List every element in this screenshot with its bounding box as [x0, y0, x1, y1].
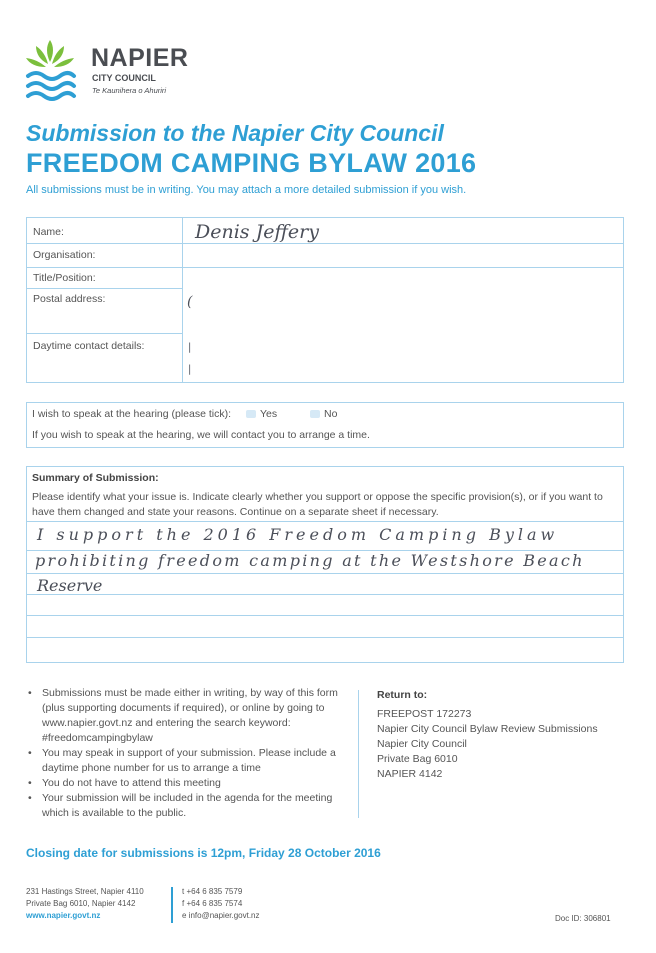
submission-notes-list: Submissions must be made either in writi…	[26, 686, 342, 821]
footer-fax: f +64 6 835 7574	[182, 899, 243, 908]
page-title-line2: FREEDOM CAMPING BYLAW 2016	[26, 148, 477, 178]
intro-text: All submissions must be in writing. You …	[26, 184, 467, 196]
daytime-contact-label: Daytime contact details:	[33, 340, 145, 352]
submission-text-line2[interactable]: prohibiting freedom camping at the Wests…	[35, 551, 585, 570]
return-address: Return to: FREEPOST 172273 Napier City C…	[377, 688, 598, 782]
daytime-contact-field-2[interactable]: |	[188, 364, 192, 375]
brand-name: NAPIER	[91, 44, 189, 72]
return-line: Napier City Council	[377, 738, 467, 750]
footer-address: 231 Hastings Street, Napier 4110 Private…	[26, 886, 144, 922]
row-divider	[27, 288, 182, 289]
list-item: You do not have to attend this meeting	[26, 776, 342, 791]
no-label: No	[324, 408, 338, 420]
postal-address-label: Postal address:	[33, 293, 106, 305]
row-divider	[27, 333, 182, 334]
submission-text-line1[interactable]: I support the 2016 Freedom Camping Bylaw	[37, 525, 559, 544]
footer-phone: t +64 6 835 7579	[182, 887, 243, 896]
list-item: Your submission will be included in the …	[26, 791, 342, 821]
organisation-field[interactable]	[183, 244, 623, 266]
yes-label: Yes	[259, 408, 278, 420]
speak-question-row: I wish to speak at the hearing (please t…	[32, 408, 337, 420]
summary-box: Summary of Submission: Please identify w…	[26, 466, 624, 663]
organisation-label: Organisation:	[33, 249, 96, 261]
page-title-line1: Submission to the Napier City Council	[26, 120, 444, 146]
speak-note: If you wish to speak at the hearing, we …	[32, 429, 370, 441]
notes-divider	[358, 690, 359, 818]
writing-line	[27, 637, 623, 638]
footer-contact: t +64 6 835 7579 f +64 6 835 7574 e info…	[182, 886, 260, 922]
footer-email[interactable]: e info@napier.govt.nz	[182, 911, 260, 920]
column-divider	[182, 218, 183, 382]
summary-heading: Summary of Submission:	[32, 472, 159, 484]
brand-subtitle: CITY COUNCIL	[92, 73, 156, 83]
writing-line	[27, 594, 623, 595]
daytime-contact-field[interactable]: |	[188, 342, 192, 353]
speak-at-hearing-box: I wish to speak at the hearing (please t…	[26, 402, 624, 448]
doc-id: Doc ID: 306801	[555, 914, 611, 923]
no-checkbox[interactable]	[310, 410, 321, 419]
return-line: FREEPOST 172273	[377, 708, 472, 720]
title-position-field[interactable]	[183, 268, 623, 288]
footer-divider	[171, 887, 173, 923]
napier-logo-icon	[26, 40, 76, 101]
summary-instructions: Please identify what your issue is. Indi…	[32, 491, 603, 518]
brand-maori-name: Te Kaunihera o Ahuriri	[92, 86, 167, 95]
title-position-label: Title/Position:	[33, 272, 96, 284]
row-divider	[27, 267, 623, 268]
footer-address-line: Private Bag 6010, Napier 4142	[26, 899, 136, 908]
writing-line	[27, 615, 623, 616]
postal-address-field[interactable]: (	[187, 294, 193, 310]
return-line: NAPIER 4142	[377, 768, 443, 780]
speak-question: I wish to speak at the hearing (please t…	[32, 408, 232, 420]
contact-details-table: Name: Denis Jeffery Organisation: Title/…	[26, 217, 624, 383]
return-heading: Return to:	[377, 689, 428, 701]
writing-line	[27, 521, 623, 522]
list-item: You may speak in support of your submiss…	[26, 746, 342, 776]
return-line: Private Bag 6010	[377, 753, 458, 765]
name-label: Name:	[33, 226, 64, 238]
name-field[interactable]: Denis Jeffery	[195, 221, 319, 243]
writing-line	[27, 573, 623, 574]
row-divider	[27, 243, 623, 244]
writing-line	[27, 550, 623, 551]
footer-website-link[interactable]: www.napier.govt.nz	[26, 911, 101, 920]
list-item: Submissions must be made either in writi…	[26, 686, 342, 746]
return-line: Napier City Council Bylaw Review Submiss…	[377, 723, 598, 735]
submission-text-line3[interactable]: Reserve	[37, 576, 103, 595]
closing-date: Closing date for submissions is 12pm, Fr…	[26, 846, 381, 860]
footer-address-line: 231 Hastings Street, Napier 4110	[26, 887, 144, 896]
yes-checkbox[interactable]	[245, 410, 256, 419]
